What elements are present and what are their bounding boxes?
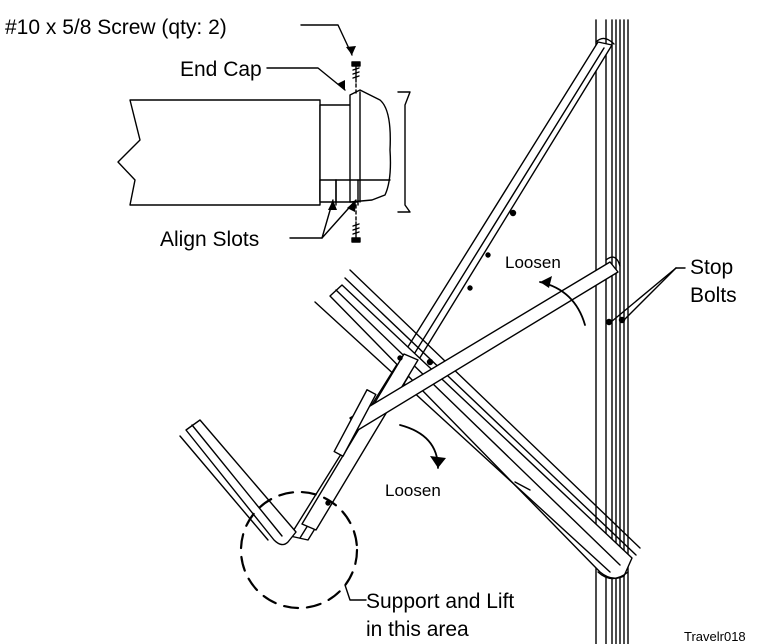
support-leader	[344, 584, 367, 601]
support-label-1: Support and Lift	[366, 590, 514, 613]
wall-rail	[595, 19, 629, 644]
loosen-lower-label: Loosen	[385, 481, 441, 500]
loosen-arrow-lower	[399, 424, 439, 469]
stop-bolts	[605, 267, 686, 326]
align-slots-label: Align Slots	[160, 228, 259, 251]
figure-id: Travelr018	[684, 629, 746, 644]
support-arm	[301, 256, 621, 531]
end-cap-leader	[266, 67, 346, 91]
screw-leader	[300, 24, 353, 56]
end-cap-label: End Cap	[180, 58, 262, 81]
stop-bolts-label-2: Bolts	[690, 284, 737, 307]
stop-bolts-label-1: Stop	[690, 256, 733, 279]
loosen-upper-label: Loosen	[505, 253, 561, 272]
support-label-2: in this area	[366, 618, 469, 641]
awning-edge	[179, 419, 297, 546]
screw-bottom	[351, 204, 361, 243]
support-area-circle	[239, 490, 359, 610]
screw-label: #10 x 5/8 Screw (qty: 2)	[5, 16, 227, 39]
end-cap-inset	[117, 61, 411, 243]
screw-top	[351, 61, 361, 95]
